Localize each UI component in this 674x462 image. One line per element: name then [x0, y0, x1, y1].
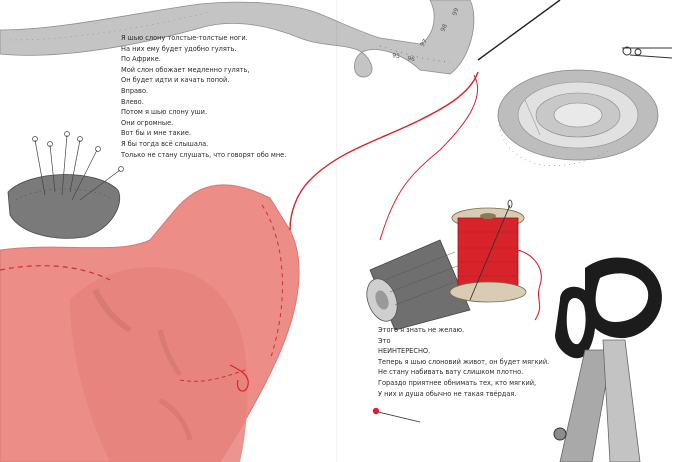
text-line: На них ему будет удобно гулять.: [121, 44, 237, 53]
left-page-text: Я шью слону толстые-толстые ноги. На них…: [121, 33, 286, 160]
page-gutter: [336, 0, 338, 462]
text-line: Я бы тогда всё слышала.: [121, 139, 209, 148]
tape-number: 95: [392, 52, 401, 60]
red-pin: [372, 407, 421, 423]
text-line: По Африке.: [121, 55, 161, 64]
text-line: Гораздо приятнее обнимать тех, кто мягки…: [378, 378, 537, 387]
pincushion: [7, 131, 124, 239]
text-line: Вправо.: [121, 86, 149, 95]
gray-spool: [366, 239, 471, 331]
text-line: Этого я знать не желаю.: [378, 326, 465, 334]
coiled-tape: [497, 69, 659, 167]
pink-fabric: [0, 184, 300, 462]
safety-pin: [622, 46, 673, 59]
text-line: Потом я шью слону уши.: [121, 108, 208, 117]
right-page-text: Этого я знать не желаю. Это НЕИНТЕРЕСНО.…: [378, 325, 549, 399]
tape-number: 96: [407, 55, 416, 63]
text-line: У них и душа обычно не такая твёрдая.: [378, 389, 517, 398]
text-line: Я шью слону толстые-толстые ноги.: [121, 34, 248, 42]
tape-number: 97: [419, 38, 429, 48]
red-spool: [449, 199, 542, 321]
text-line: Мой слон обожает медленно гулять,: [121, 65, 250, 74]
needle-with-thread: [229, 0, 561, 392]
text-line: Он будет идти и качать попой.: [121, 76, 230, 85]
measuring-tape: 95 96 97 98 99: [0, 0, 475, 78]
text-line: Они огромные.: [121, 118, 174, 127]
tape-number: 98: [439, 23, 449, 33]
text-line: Теперь я шью слоновий живот, он будет мя…: [378, 357, 550, 366]
text-line: Вот бы и мне такие.: [121, 129, 191, 138]
text-line: Это: [378, 336, 391, 345]
text-line: Не стану набивать вату слишком плотно.: [378, 368, 524, 377]
text-line: Влево.: [121, 97, 144, 106]
scissors: [553, 257, 662, 462]
tape-number: 99: [451, 7, 460, 17]
text-line: Только не стану слушать, что говорят обо…: [121, 150, 287, 159]
text-line: НЕИНТЕРЕСНО.: [378, 347, 431, 356]
